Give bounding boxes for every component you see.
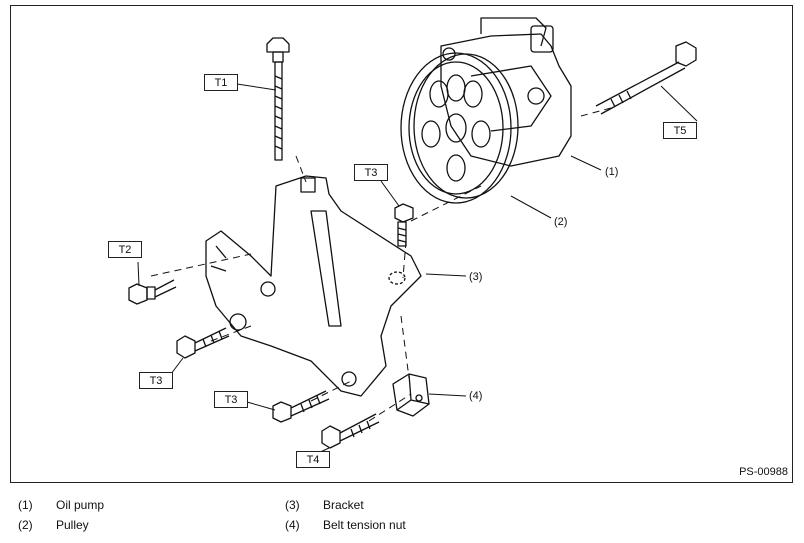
legend-item-3: (3) Bracket	[285, 498, 364, 512]
legend-label: Bracket	[323, 498, 364, 512]
bracket	[205, 175, 422, 397]
torque-tag-t2: T2	[108, 241, 142, 258]
bolt-t5	[595, 41, 697, 115]
torque-tag-t1: T1	[204, 74, 238, 91]
bolt-t1	[266, 37, 290, 161]
bolt-t4	[321, 413, 380, 449]
legend-item-1: (1) Oil pump	[18, 498, 104, 512]
torque-tag-t3-top: T3	[354, 164, 388, 181]
part-number-2: (2)	[554, 216, 568, 228]
diagram-frame: T1 T2 T3 T3 T3 T4 T5 (1) (2) (3) (4) PS-…	[10, 5, 793, 483]
figure-code: PS-00988	[739, 466, 788, 478]
pulley	[400, 52, 519, 204]
torque-tag-t3-bottom: T3	[214, 391, 248, 408]
legend-key: (3)	[285, 498, 300, 512]
bolt-t3-left	[176, 327, 230, 359]
part-number-3: (3)	[469, 271, 483, 283]
assembly-lines	[150, 107, 612, 422]
legend-label: Belt tension nut	[323, 518, 406, 532]
legend-key: (4)	[285, 518, 300, 532]
torque-tag-t3-left: T3	[139, 372, 173, 389]
legend-key: (1)	[18, 498, 33, 512]
bolt-t3-bottom	[272, 390, 330, 423]
exploded-view-drawing	[128, 17, 698, 455]
part-number-1: (1)	[605, 166, 619, 178]
oil-pump	[440, 17, 572, 167]
leader-lines	[137, 83, 698, 455]
torque-tag-t5: T5	[663, 122, 697, 139]
bolt-t3-top	[394, 203, 414, 247]
legend-label: Oil pump	[56, 498, 105, 512]
part-number-4: (4)	[469, 390, 483, 402]
legend-label: Pulley	[56, 518, 89, 532]
bolt-t2	[128, 279, 177, 305]
belt-tension-nut	[392, 373, 430, 417]
torque-tag-t4: T4	[296, 451, 330, 468]
legend-item-4: (4) Belt tension nut	[285, 518, 406, 532]
legend-item-2: (2) Pulley	[18, 518, 89, 532]
legend-key: (2)	[18, 518, 33, 532]
